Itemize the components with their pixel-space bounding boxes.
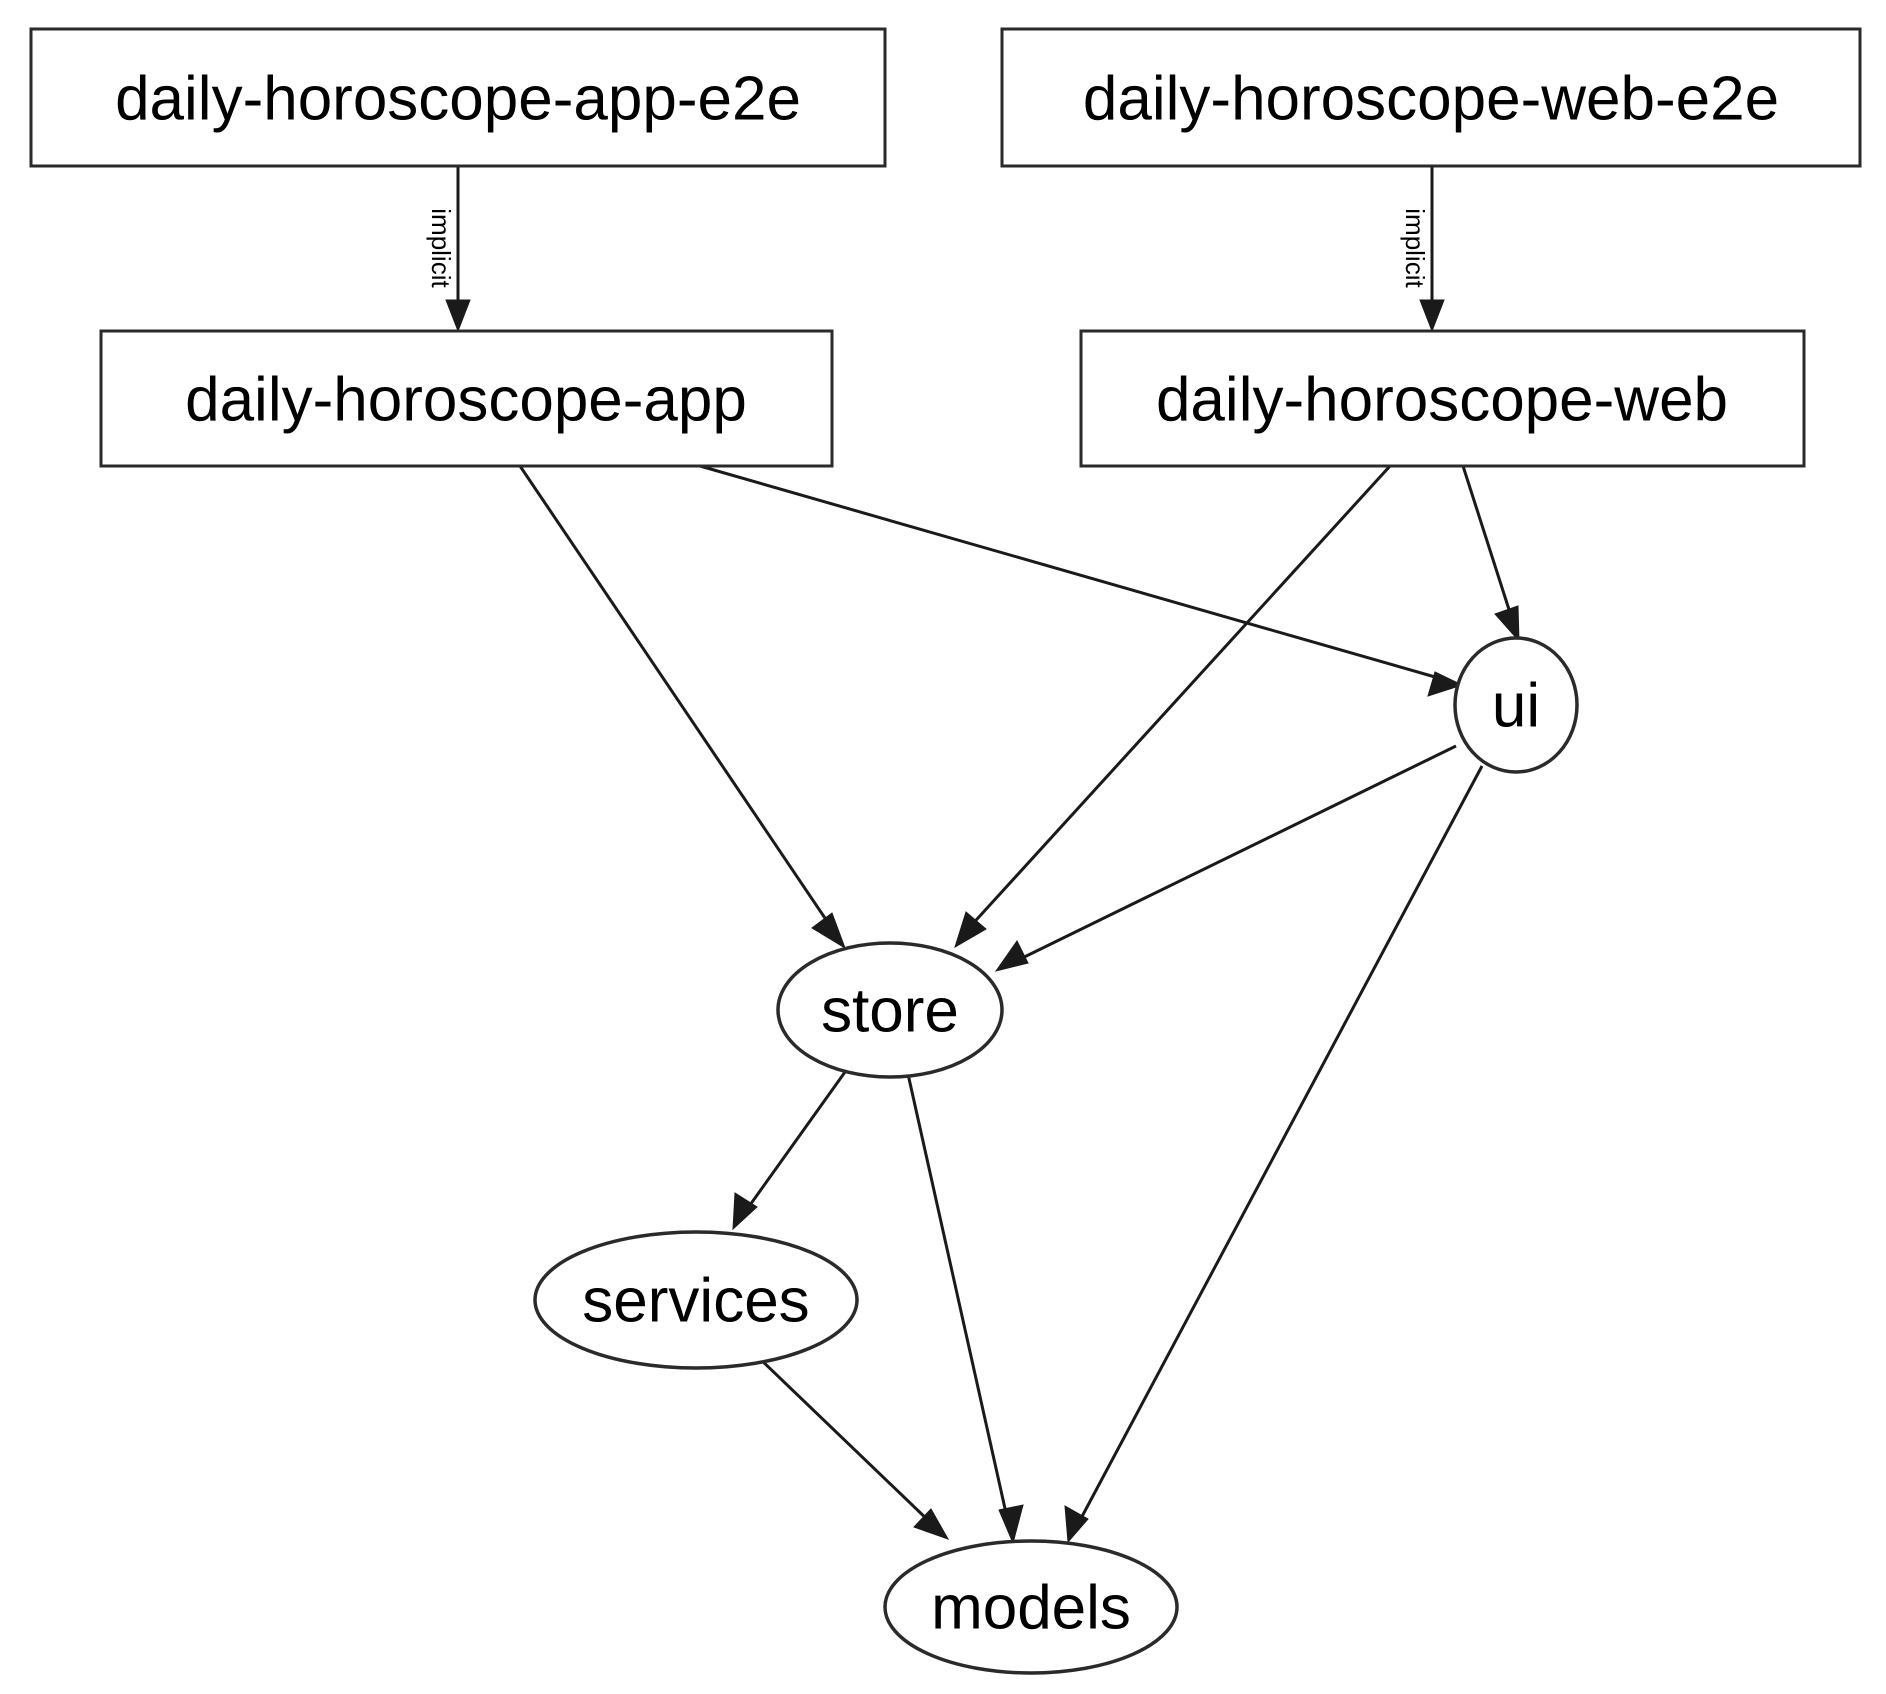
edge-line	[1461, 465, 1515, 623]
node-store[interactable]: store	[776, 941, 1004, 1079]
node-daily-horoscope-web-e2e[interactable]: daily-horoscope-web-e2e	[1000, 27, 1862, 168]
edge-app-e2e-to-app: implicit	[426, 166, 471, 333]
node-box[interactable]	[99, 329, 834, 468]
edge-ui-to-models	[1064, 765, 1484, 1544]
edge-web-to-store	[954, 464, 1392, 949]
arrowhead-icon	[732, 1192, 758, 1231]
node-label: daily-horoscope-web-e2e	[1083, 65, 1779, 134]
edge-line	[1076, 765, 1484, 1525]
edge-line	[966, 464, 1392, 931]
arrowhead-icon	[1494, 605, 1520, 643]
arrowhead-icon	[811, 912, 846, 950]
edge-line	[743, 1071, 847, 1213]
edge-store-to-services	[732, 1071, 847, 1231]
node-label: daily-horoscope-app	[185, 366, 747, 435]
edge-line	[1013, 744, 1457, 964]
edge-app-to-store	[518, 465, 846, 950]
node-models[interactable]: models	[883, 1539, 1179, 1675]
node-label: models	[931, 1574, 1131, 1643]
edge-label-implicit-left: implicit	[426, 208, 456, 288]
edge-store-to-models	[906, 1073, 1024, 1545]
node-daily-horoscope-app-e2e[interactable]: daily-horoscope-app-e2e	[29, 27, 887, 168]
edge-line	[756, 1355, 934, 1526]
node-layer: daily-horoscope-app-e2e daily-horoscope-…	[29, 27, 1862, 1675]
node-box[interactable]	[1079, 329, 1806, 468]
node-daily-horoscope-web[interactable]: daily-horoscope-web	[1079, 329, 1806, 468]
node-ellipse[interactable]	[533, 1230, 859, 1370]
arrowhead-icon	[998, 1504, 1024, 1545]
node-ellipse[interactable]	[776, 941, 1004, 1079]
arrowhead-icon	[1419, 299, 1445, 333]
edge-layer: implicit implicit	[426, 166, 1520, 1545]
edge-web-e2e-to-web: implicit	[1400, 166, 1445, 333]
node-box[interactable]	[29, 27, 887, 168]
arrowhead-icon	[445, 299, 471, 333]
node-label: daily-horoscope-app-e2e	[115, 65, 801, 134]
node-ui[interactable]: ui	[1453, 636, 1579, 774]
edge-app-to-ui	[699, 464, 1464, 697]
node-label: ui	[1492, 672, 1540, 741]
node-services[interactable]: services	[533, 1230, 859, 1370]
edge-line	[518, 465, 835, 931]
edge-label-implicit-right: implicit	[1400, 208, 1430, 288]
node-label: daily-horoscope-web	[1156, 366, 1728, 435]
arrowhead-icon	[1427, 671, 1464, 697]
arrowhead-icon	[994, 940, 1029, 972]
node-ellipse[interactable]	[883, 1539, 1179, 1675]
node-label: store	[821, 977, 959, 1046]
node-ellipse[interactable]	[1453, 636, 1579, 774]
node-label: services	[582, 1267, 809, 1336]
edge-services-to-models	[756, 1355, 950, 1540]
edge-web-to-ui	[1461, 465, 1520, 643]
node-daily-horoscope-app[interactable]: daily-horoscope-app	[99, 329, 834, 468]
edge-ui-to-store	[994, 744, 1457, 972]
node-box[interactable]	[1000, 27, 1862, 168]
edge-line	[699, 464, 1443, 681]
arrowhead-icon	[1064, 1505, 1089, 1544]
arrowhead-icon	[913, 1508, 950, 1540]
edge-line	[906, 1073, 1010, 1523]
arrowhead-icon	[954, 911, 987, 949]
